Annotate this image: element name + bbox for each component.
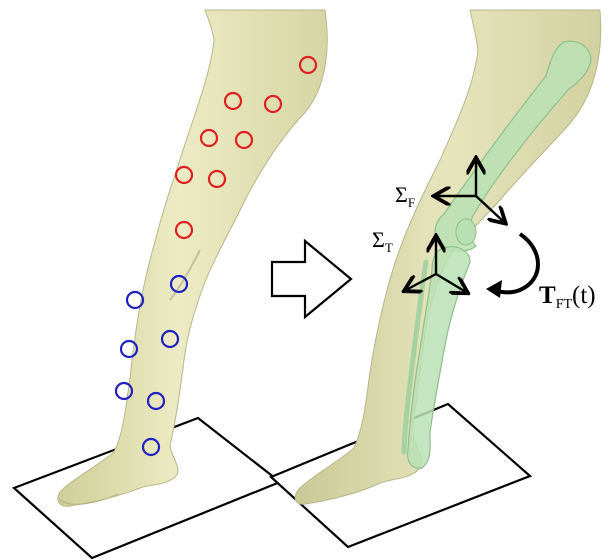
- transform-subscript: FT: [556, 297, 572, 312]
- transform-argument: (t): [572, 282, 596, 309]
- tibia-frame-subscript: T: [385, 240, 393, 255]
- tibia-frame-symbol: Σ: [372, 227, 385, 252]
- patella-bone: [456, 219, 476, 245]
- femur-frame-label: ΣF: [395, 184, 415, 206]
- rotation-arrow-head: [486, 280, 502, 298]
- transform-symbol: T: [539, 282, 556, 309]
- double-arrow-icon: [272, 241, 351, 317]
- femur-frame-subscript: F: [408, 195, 415, 210]
- transform-label: TFT(t): [539, 283, 596, 308]
- tibia-frame-label: ΣT: [372, 229, 393, 251]
- femur-frame-symbol: Σ: [395, 182, 408, 207]
